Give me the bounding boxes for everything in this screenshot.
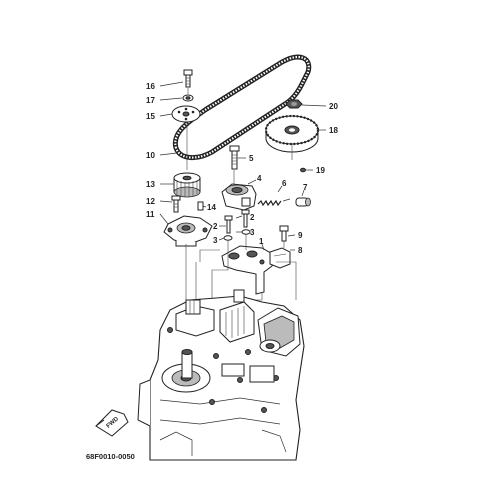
bracket-1 — [221, 245, 277, 295]
plate-15 — [171, 105, 201, 123]
callout-18: 18 — [329, 126, 338, 135]
bracket-11 — [163, 215, 213, 247]
callout-11: 11 — [146, 210, 155, 219]
drive-pulley-13 — [173, 172, 201, 198]
callout-3-right: 3 — [250, 228, 255, 237]
callout-14: 14 — [207, 203, 216, 212]
callout-20: 20 — [329, 102, 338, 111]
callout-19: 19 — [316, 166, 325, 175]
callout-numbers: 16 17 15 10 20 18 5 19 13 4 6 7 12 14 11… — [146, 82, 338, 255]
callout-17: 17 — [146, 96, 155, 105]
callout-2-left: 2 — [213, 222, 218, 231]
washer-3-right — [241, 229, 251, 235]
spacer-7 — [295, 197, 311, 207]
callout-12: 12 — [146, 197, 155, 206]
callout-7: 7 — [303, 183, 308, 192]
callout-1: 1 — [259, 237, 264, 246]
spring-6 — [257, 198, 291, 207]
callout-16: 16 — [146, 82, 155, 91]
callout-15: 15 — [146, 112, 155, 121]
callout-4: 4 — [257, 174, 262, 183]
callout-2-right: 2 — [250, 213, 255, 222]
callout-10: 10 — [146, 151, 155, 160]
washer-17 — [182, 94, 194, 102]
clip-8 — [269, 247, 291, 269]
bolt-2-right — [241, 209, 250, 228]
engine-block — [137, 289, 305, 461]
bolt-9 — [279, 225, 289, 242]
nut-20 — [285, 99, 303, 109]
callout-8: 8 — [298, 246, 303, 255]
leader-lines — [159, 81, 327, 251]
pin-19 — [300, 167, 306, 173]
bolt-16 — [183, 69, 193, 88]
callout-9: 9 — [298, 231, 303, 240]
fwd-arrow-icon: FWD — [95, 409, 129, 437]
drawing-code: 68F0010-0050 — [86, 452, 135, 461]
tensioner-4 — [221, 183, 257, 211]
callout-3-left: 3 — [213, 236, 218, 245]
callout-13: 13 — [146, 180, 155, 189]
callout-5: 5 — [249, 154, 254, 163]
dowel-14 — [197, 201, 204, 211]
bolt-2-left — [224, 215, 233, 234]
bolt-5 — [229, 145, 240, 170]
bolt-12 — [171, 195, 181, 213]
callout-6: 6 — [282, 179, 287, 188]
washer-3-left — [223, 235, 233, 241]
